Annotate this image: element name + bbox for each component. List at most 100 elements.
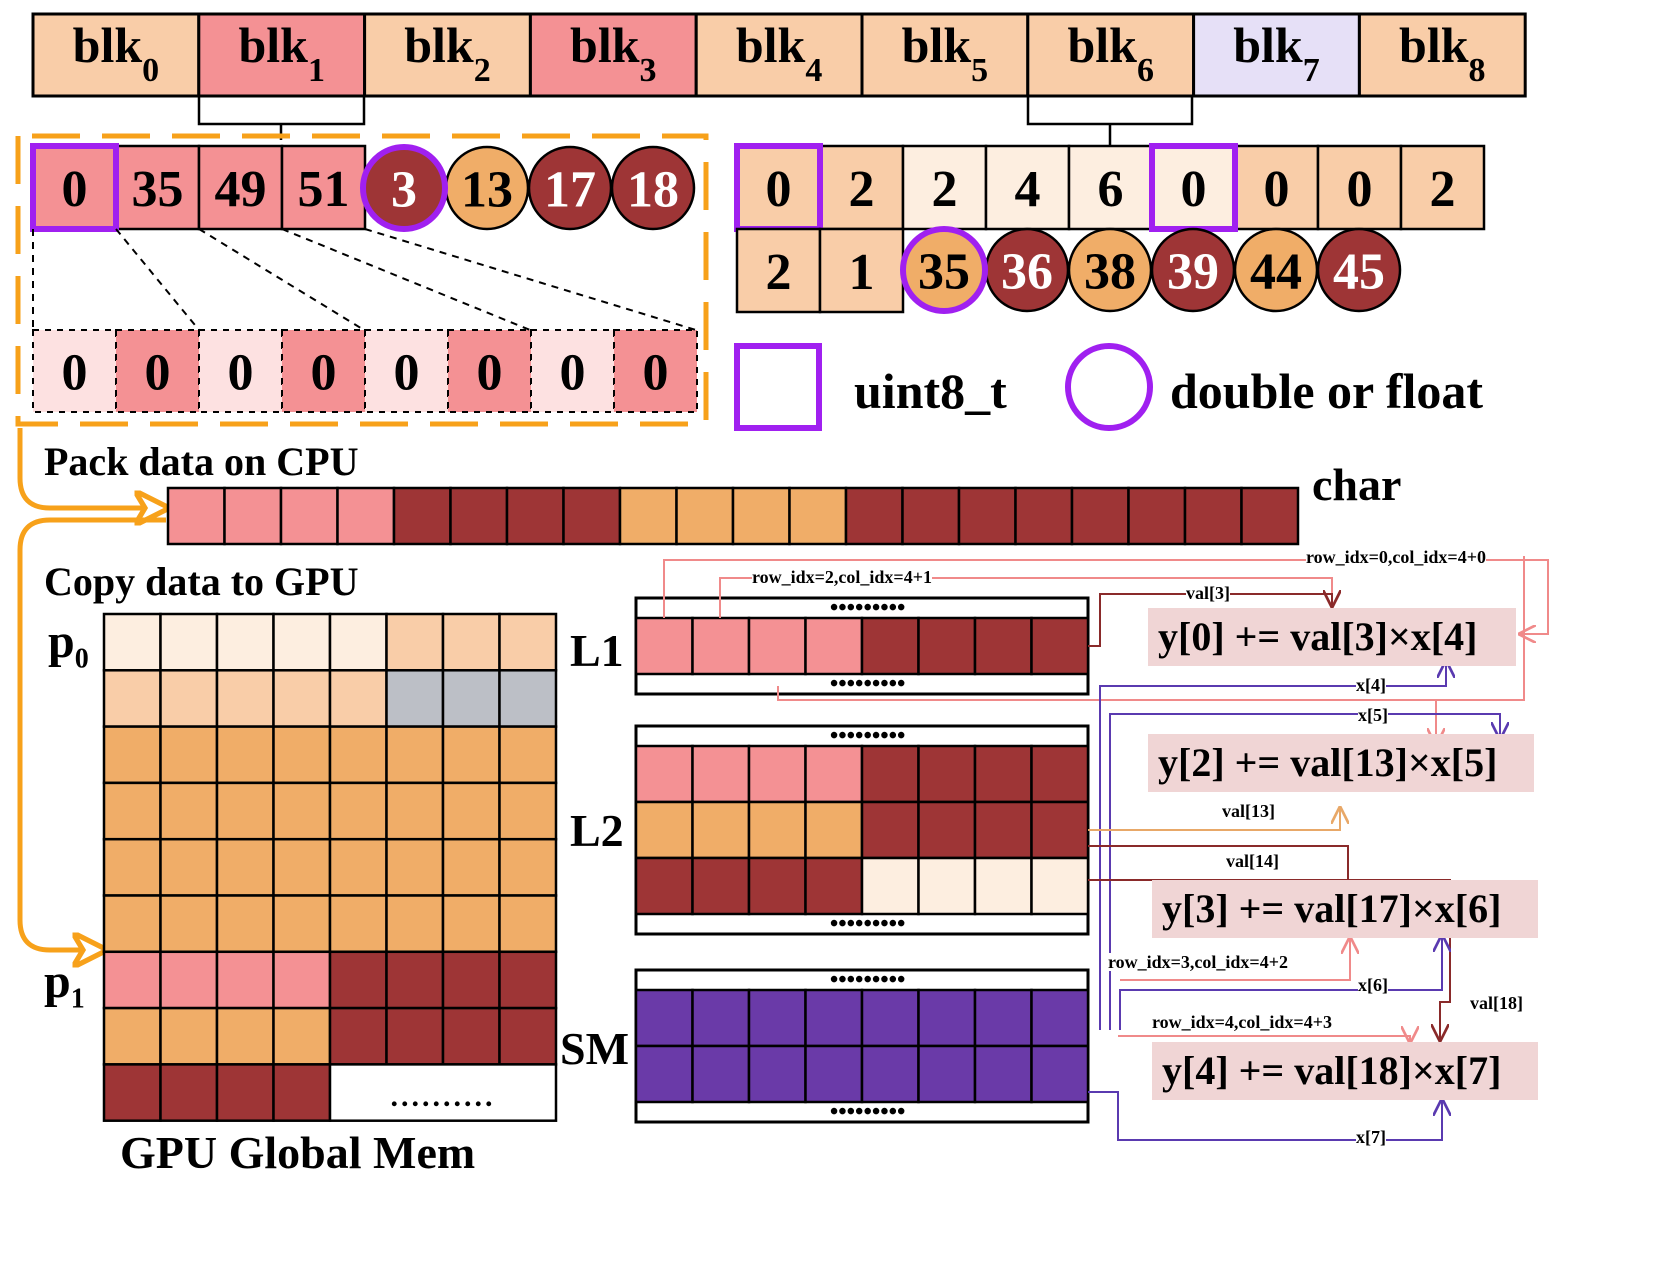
l1-cache-cell	[804, 616, 864, 676]
sm-shared-cell	[747, 988, 807, 1048]
annot-row4: row_idx=4,col_idx=4+3	[1152, 1012, 1332, 1032]
gpu-mem-cell	[159, 781, 219, 841]
gpu-mem-cell	[159, 894, 219, 954]
bitmask-text: 0	[394, 345, 420, 402]
value-circle-text: 13	[461, 162, 513, 219]
sm-shared-cell	[973, 1044, 1033, 1104]
link-y2-val	[778, 699, 1436, 744]
gpu-mem-cell	[102, 950, 162, 1010]
gpu-mem-cell	[328, 781, 388, 841]
legend-circle-icon	[1065, 343, 1153, 431]
annot-x6: x[6]	[1358, 975, 1388, 995]
l2-cache-cell	[973, 744, 1033, 804]
link-x4	[1099, 662, 1446, 1030]
value-circle-text: 35	[918, 244, 970, 301]
char-cell	[788, 486, 848, 546]
annot-x7: x[7]	[1356, 1127, 1386, 1147]
offset-square-text: 2	[849, 161, 875, 218]
char-cell	[1183, 486, 1243, 546]
l2-cache-cell	[747, 856, 807, 916]
offset-square-text: 0	[1181, 161, 1207, 218]
offset-square	[1150, 144, 1237, 231]
bitmask-cell	[281, 329, 366, 413]
l2-cache-cell	[1030, 744, 1090, 804]
offset-square	[984, 144, 1071, 231]
l2-label: L2	[570, 805, 624, 856]
sm-shared-cell	[917, 1044, 977, 1104]
l2-cache-cell	[917, 856, 977, 916]
bitmask-cell	[447, 329, 532, 413]
gpu-mem-cell	[215, 1063, 275, 1122]
gpu-mem-cell	[441, 950, 501, 1010]
value-circle-text: 36	[1001, 244, 1053, 301]
gpu-mem-cell	[102, 1006, 162, 1066]
offset-square	[1233, 144, 1320, 231]
sm-shared-cell	[860, 1044, 920, 1104]
sm-shared-cell	[634, 1044, 694, 1104]
p1-label: p1	[44, 955, 85, 1015]
gpu-mem-cell	[215, 669, 275, 728]
gpu-mem-cell	[328, 669, 388, 728]
char-cell	[901, 486, 961, 546]
bitmask-cell	[32, 329, 117, 413]
l2-cache-dots-top: •••••••••	[830, 723, 906, 749]
block-4	[694, 12, 864, 98]
gpu-mem-cell	[272, 837, 332, 897]
l2-cache-cell	[634, 744, 694, 804]
sm-shared-cell	[1030, 988, 1090, 1048]
value-circle-text: 17	[544, 162, 596, 219]
bitmask-projection	[115, 228, 200, 331]
gpu-global-mem-label: GPU Global Mem	[120, 1127, 476, 1178]
gpu-mem-cell	[159, 725, 219, 785]
l2-cache-cell	[691, 856, 751, 916]
sm-shared-cell	[860, 988, 920, 1048]
gpu-mem-cell	[102, 669, 162, 728]
char-cell	[392, 486, 452, 546]
gpu-mem-cell	[102, 781, 162, 841]
gpu-mem-cell	[328, 950, 388, 1010]
annot-row2: row_idx=2,col_idx=4+1	[752, 567, 932, 587]
bitmask-cell	[115, 329, 200, 413]
l1-label: L1	[570, 625, 624, 676]
annot-val14: val[14]	[1226, 851, 1279, 871]
annot-val18: val[18]	[1470, 993, 1523, 1013]
copy-data-label: Copy data to GPU	[44, 559, 359, 604]
gpu-mem-cell	[441, 725, 501, 785]
gpu-mem-cell	[498, 894, 558, 954]
gpu-mem-cell	[215, 612, 275, 672]
l2-cache-cell	[691, 744, 751, 804]
offset-square-text: 0	[766, 161, 792, 218]
value-square-text: 0	[62, 161, 88, 218]
offset-square-text: 4	[1015, 161, 1041, 218]
gpu-mem-cell	[498, 612, 558, 672]
pack-arrow	[17, 428, 166, 508]
gpu-mem-cell	[441, 781, 501, 841]
gpu-mem-cell	[215, 950, 275, 1010]
l2-cache-cell	[691, 800, 751, 860]
char-cell	[957, 486, 1017, 546]
bitmask-cell	[198, 329, 283, 413]
char-cell	[449, 486, 509, 546]
gpu-mem-cell	[215, 781, 275, 841]
char-cell	[618, 486, 678, 546]
sm-shared-cell	[691, 988, 751, 1048]
offset-square	[735, 144, 822, 231]
gpu-mem-cell	[272, 781, 332, 841]
gpu-mem-cell	[272, 669, 332, 728]
gpu-mem-cell	[441, 669, 501, 728]
bitmask-cell	[613, 329, 698, 413]
l2-cache-cell	[634, 800, 694, 860]
char-cell	[675, 486, 735, 546]
value-square-text: 49	[215, 161, 267, 218]
gpu-mem-cell	[498, 781, 558, 841]
uint8-highlight	[30, 143, 119, 232]
bracket-blk1	[197, 96, 366, 140]
gpu-mem-cell	[385, 950, 445, 1010]
l2-cache-cell	[860, 856, 920, 916]
gpu-mem-cell	[328, 612, 388, 672]
sm-shared-cell	[691, 1044, 751, 1104]
gpu-mem-cell	[385, 894, 445, 954]
gpu-mem-cell	[441, 837, 501, 897]
gpu-mem-cell	[498, 837, 558, 897]
offset-square-text: 2	[932, 161, 958, 218]
